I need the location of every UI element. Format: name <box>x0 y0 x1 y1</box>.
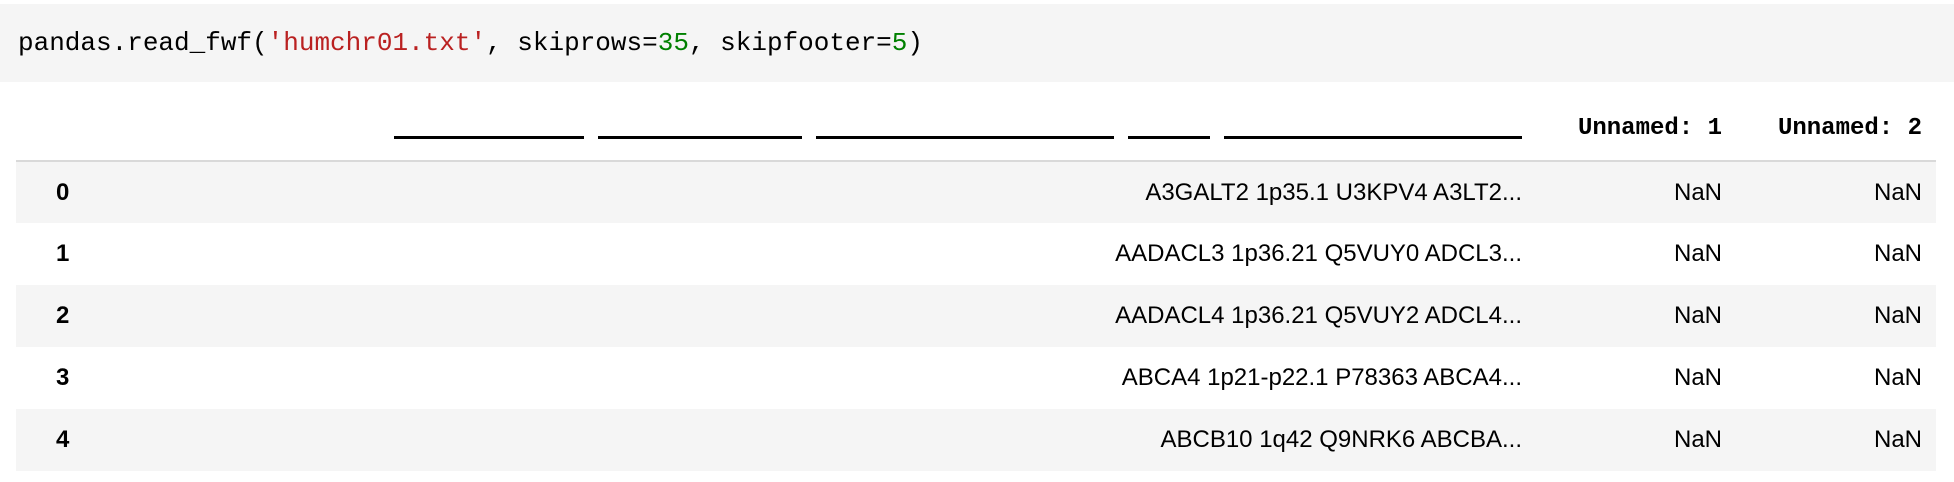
cell-unnamed-1: NaN <box>1673 426 1722 453</box>
table-header-row: Unnamed: 1 Unnamed: 2 <box>16 96 1936 162</box>
table-row: 3 ABCA4 1p21-p22.1 P78363 ABCA4... NaN N… <box>16 347 1936 409</box>
cell-unnamed-2: NaN <box>1873 178 1922 206</box>
cell-unnamed-1: NaN <box>1673 364 1722 391</box>
code-skipfooter-arg: , skipfooter= <box>688 28 892 58</box>
row-index: 4 <box>56 426 70 453</box>
table-row: 0 A3GALT2 1p35.1 U3KPV4 A3LT2... NaN NaN <box>16 161 1936 223</box>
cell-unnamed-2: NaN <box>1873 364 1922 391</box>
underscore-mark <box>598 135 802 139</box>
underscore-mark <box>1128 135 1210 139</box>
code-filename-string: 'humchr01.txt' <box>267 28 487 58</box>
column-header-unnamed-1: Unnamed: 1 <box>1536 96 1736 162</box>
code-skipfooter-value: 5 <box>891 28 908 58</box>
index-header <box>16 96 106 162</box>
row-index: 1 <box>56 240 70 267</box>
table-row: 2 AADACL4 1p36.21 Q5VUY2 ADCL4... NaN Na… <box>16 285 1936 347</box>
cell-gene-record: AADACL4 1p36.21 Q5VUY2 ADCL4... <box>1115 302 1522 329</box>
cell-gene-record: ABCA4 1p21-p22.1 P78363 ABCA4... <box>1121 364 1522 391</box>
underscore-mark <box>816 135 1114 139</box>
cell-gene-record: A3GALT2 1p35.1 U3KPV4 A3LT2... <box>1145 178 1522 206</box>
cell-unnamed-2: NaN <box>1873 302 1922 329</box>
cell-unnamed-2: NaN <box>1873 426 1922 453</box>
cell-unnamed-1: NaN <box>1673 178 1722 206</box>
code-skiprows-arg: , skiprows= <box>486 28 658 58</box>
cell-gene-record: AADACL3 1p36.21 Q5VUY0 ADCL3... <box>1115 240 1522 267</box>
table-row: 1 AADACL3 1p36.21 Q5VUY0 ADCL3... NaN Na… <box>16 223 1936 285</box>
code-cell[interactable]: pandas.read_fwf('humchr01.txt', skiprows… <box>0 4 1954 82</box>
cell-unnamed-1: NaN <box>1673 302 1722 329</box>
row-index: 2 <box>56 302 70 329</box>
dataframe-table: Unnamed: 1 Unnamed: 2 0 A3GALT2 1p35.1 U… <box>16 96 1936 471</box>
table-row: 4 ABCB10 1q42 Q9NRK6 ABCBA... NaN NaN <box>16 409 1936 471</box>
cell-gene-record: ABCB10 1q42 Q9NRK6 ABCBA... <box>1160 426 1522 453</box>
column-header-underscores <box>106 96 1536 162</box>
underscore-header-marks <box>120 96 1522 159</box>
cell-unnamed-1: NaN <box>1673 240 1722 267</box>
code-function: pandas.read_fwf( <box>18 28 268 58</box>
row-index: 0 <box>56 178 70 206</box>
column-header-unnamed-2: Unnamed: 2 <box>1736 96 1936 162</box>
code-skiprows-value: 35 <box>657 28 689 58</box>
row-index: 3 <box>56 364 70 391</box>
underscore-mark <box>1224 135 1522 139</box>
cell-unnamed-2: NaN <box>1873 240 1922 267</box>
underscore-mark <box>394 135 584 139</box>
code-close-paren: ) <box>907 28 923 58</box>
